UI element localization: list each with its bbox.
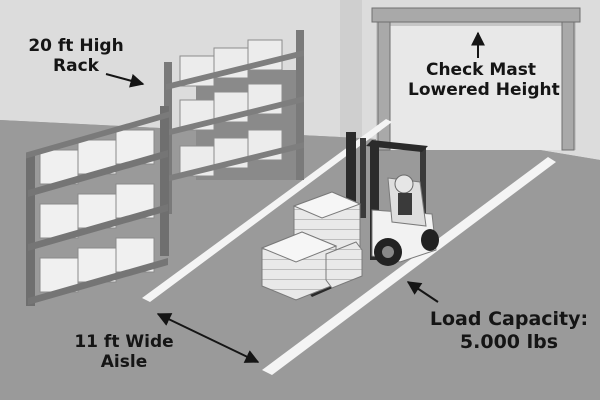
load-label-line2: 5.000 lbs: [459, 330, 559, 353]
load-capacity-label: Load Capacity: 5.000 lbs: [424, 308, 594, 354]
mast-label-line2: Lowered Height: [408, 80, 560, 101]
diagonal-arrow-icon: [406, 281, 439, 303]
aisle-width-label: 11 ft Wide Aisle: [58, 332, 190, 373]
aisle-line-right: [262, 157, 556, 375]
wooden-crates: [260, 191, 363, 301]
front-rack: [26, 106, 169, 306]
rack-label-line2: Rack: [53, 56, 99, 77]
aisle-label-line2: Aisle: [100, 352, 148, 373]
mast-height-label: Check Mast Lowered Height: [408, 60, 560, 101]
load-label-line1: Load Capacity:: [429, 308, 589, 330]
aisle-label-line1: 11 ft Wide: [74, 332, 174, 352]
double-arrow-icon: [156, 313, 260, 363]
rack-label-line1: 20 ft High: [28, 36, 124, 56]
wall-pillar: [340, 0, 362, 140]
back-rack: [164, 30, 304, 214]
rack-height-label: 20 ft High Rack: [8, 36, 144, 77]
aisle-line-left: [142, 119, 392, 302]
right-arrow-icon: [105, 73, 145, 88]
mast-label-line1: Check Mast: [425, 60, 537, 80]
